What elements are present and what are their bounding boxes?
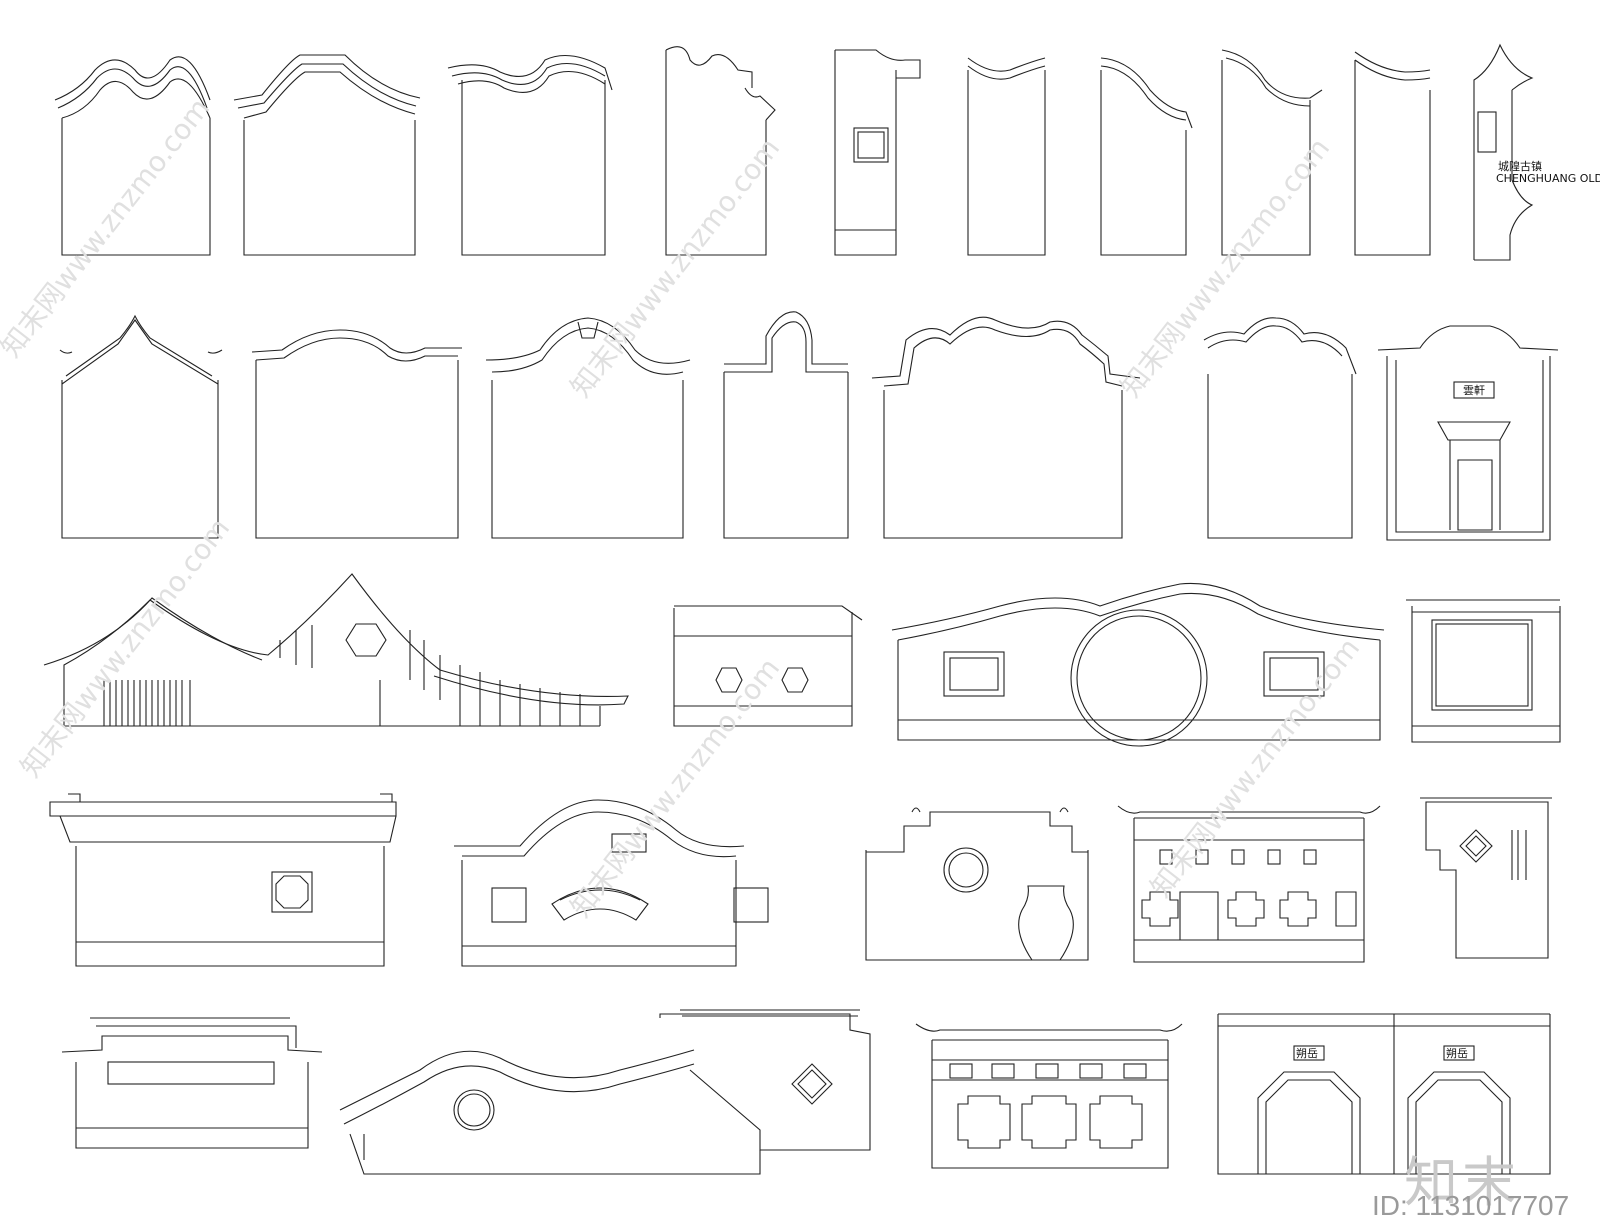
plaque-row2-text: 雲軒 <box>1463 384 1485 397</box>
wall-r3-4 <box>1406 599 1561 743</box>
wall-r2-7: 雲軒 <box>1377 325 1559 541</box>
wall-r1-7 <box>1100 57 1193 256</box>
brand-logo-text: 知末 <box>1404 1151 1520 1214</box>
wall-r1-1 <box>54 56 211 256</box>
wall-r4-1 <box>49 793 397 967</box>
plaque-gate-right-text: 朔岳 <box>1446 1047 1468 1060</box>
wall-r4-5 <box>1420 797 1552 959</box>
wall-r4-2 <box>454 799 769 967</box>
wall-r3-3 <box>891 582 1385 747</box>
wall-r1-5 <box>834 49 921 256</box>
wall-r5-2 <box>339 1009 871 1175</box>
wall-r2-1 <box>59 314 223 539</box>
wall-r1-9 <box>1354 51 1431 256</box>
wall-r1-10: 城隍古镇 CHENGHUANG OLD TOWN <box>1473 43 1600 261</box>
wall-r3-1 <box>43 573 629 727</box>
wall-r2-2 <box>251 329 462 539</box>
wall-r2-5 <box>871 316 1141 539</box>
wall-r4-4 <box>1117 805 1381 963</box>
wall-r1-2 <box>233 54 421 256</box>
id-text: ID: 1131017707 <box>1372 1190 1570 1221</box>
wall-r5-1 <box>61 1017 323 1149</box>
sign-title-text: 城隍古镇 <box>1498 159 1542 173</box>
wall-r2-6 <box>1203 317 1357 539</box>
plaque-gate-left-text: 朔岳 <box>1296 1047 1318 1060</box>
wall-r1-3 <box>447 55 613 256</box>
wall-r5-4: 朔岳 朔岳 <box>1217 1013 1551 1175</box>
wall-r1-4 <box>665 46 776 256</box>
wall-r2-3 <box>485 317 691 539</box>
wall-r4-3 <box>865 807 1089 961</box>
wall-r5-3 <box>915 1023 1183 1169</box>
wall-r1-6 <box>967 57 1046 256</box>
wall-r1-8 <box>1221 49 1323 256</box>
wall-r3-2 <box>673 605 863 727</box>
sign-subtitle-text: CHENGHUANG OLD TOWN <box>1496 172 1600 185</box>
wall-r2-4 <box>723 311 849 539</box>
